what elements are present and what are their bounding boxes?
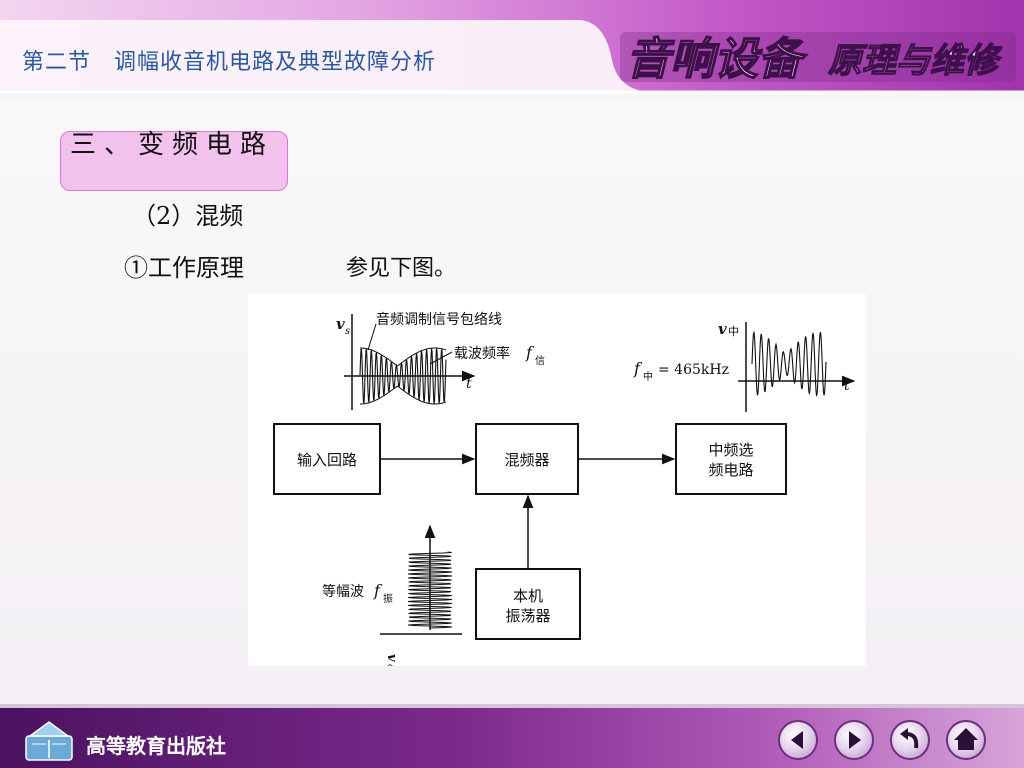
- v-if-symbol: v: [718, 320, 727, 338]
- item-heading: ①工作原理: [124, 254, 244, 282]
- item-note: 参见下图。: [346, 256, 457, 281]
- if-signal-waveform: [738, 322, 856, 412]
- vo-subscript: o: [385, 664, 395, 666]
- carrier-frequency-label: 载波频率: [454, 345, 510, 362]
- f-if-value: = 465kHz: [658, 362, 729, 378]
- home-button[interactable]: [946, 720, 986, 760]
- arrow-right-icon: [849, 731, 861, 749]
- footer-divider: [0, 704, 1024, 708]
- osc-f-subscript: 振: [383, 592, 393, 605]
- vo-symbol: v: [384, 654, 399, 662]
- mixer-block-diagram: 输入回路 混频器 中频选 频电路 本机 振荡器 v s 音频调制信号包络线 载波…: [248, 294, 866, 666]
- heading-highlight-box: [60, 131, 288, 191]
- oscillator-waveform: [380, 524, 462, 635]
- arrow-left-icon: [791, 731, 803, 749]
- brand-sub-text: 原理与维修: [828, 41, 1003, 81]
- input-circuit-label: 输入回路: [297, 451, 357, 469]
- if-select-block: [675, 423, 787, 495]
- mixer-label: 混频器: [504, 451, 549, 469]
- publisher-logo-icon: [25, 721, 73, 761]
- home-icon: [954, 728, 978, 750]
- if-select-label-1: 中频选: [708, 441, 753, 459]
- equal-amplitude-label: 等幅波: [322, 583, 364, 600]
- section-title: 第二节 调幅收音机电路及典型故障分析: [22, 50, 437, 75]
- f-if-symbol: f: [633, 359, 643, 378]
- t-axis-label-2: t: [844, 378, 850, 394]
- osc-f-symbol: f: [373, 581, 383, 600]
- return-arrow-icon: [900, 728, 919, 749]
- vs-symbol: v: [336, 315, 345, 333]
- oscillator-label-1: 本机: [513, 587, 543, 605]
- next-button[interactable]: [834, 720, 874, 760]
- section-heading: 三、变频电路: [70, 130, 275, 160]
- audio-envelope-label: 音频调制信号包络线: [376, 311, 502, 328]
- carrier-f-symbol: f: [525, 343, 535, 362]
- vs-subscript: s: [345, 326, 350, 337]
- am-signal-waveform: [344, 314, 476, 410]
- brand-main-text: 音响设备: [626, 34, 808, 85]
- t-axis-label-1: t: [466, 376, 472, 392]
- carrier-f-subscript: 信: [535, 355, 545, 367]
- previous-button[interactable]: [778, 720, 818, 760]
- f-if-subscript: 中: [643, 370, 653, 383]
- oscillator-label-2: 振荡器: [505, 607, 550, 625]
- return-button[interactable]: [890, 720, 930, 760]
- publisher-name: 高等教育出版社: [86, 734, 226, 758]
- sub-heading: （2）混频: [132, 202, 244, 230]
- if-select-label-2: 频电路: [708, 461, 753, 479]
- header-wave-decoration: [0, 20, 1024, 100]
- v-if-subscript: 中: [728, 325, 739, 338]
- brand-title-logo: 音响设备 原理与维修: [620, 32, 1016, 86]
